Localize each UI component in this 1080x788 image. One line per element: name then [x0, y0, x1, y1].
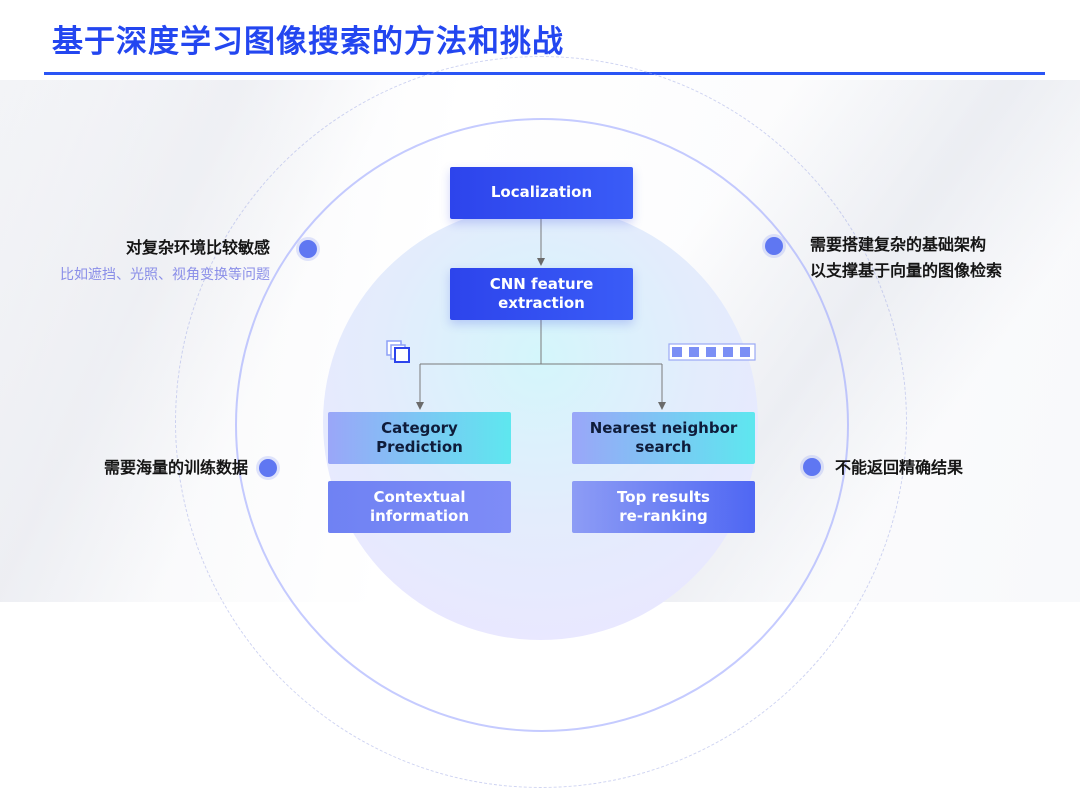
challenge-massive-training-data: 需要海量的训练数据	[103, 458, 248, 477]
challenge-point-left-bottom	[259, 459, 277, 477]
nearest-neighbor-label-line1: Nearest neighbor	[589, 418, 738, 437]
top-results-box: Top results re-ranking	[572, 481, 755, 533]
page-title: 基于深度学习图像搜索的方法和挑战	[52, 24, 564, 60]
contextual-information-box: Contextual information	[328, 481, 511, 533]
cnn-feature-label-line2: extraction	[498, 294, 585, 312]
challenge-point-right-top	[765, 237, 783, 255]
cnn-feature-box: CNN feature extraction	[450, 268, 633, 320]
nearest-neighbor-box: Nearest neighbor search	[572, 412, 755, 464]
localization-box: Localization	[450, 167, 633, 219]
cnn-feature-label-line1: CNN feature	[489, 274, 594, 293]
contextual-label-line2: information	[369, 507, 470, 525]
challenge-complex-infrastructure: 需要搭建复杂的基础架构 以支撑基于向量的图像检索	[810, 232, 1002, 283]
contextual-label-line1: Contextual	[373, 487, 466, 506]
challenge-sensitive-environment: 对复杂环境比较敏感	[125, 238, 270, 257]
challenge-infrastructure-line1: 需要搭建复杂的基础架构	[810, 235, 987, 254]
challenge-point-left-top	[299, 240, 317, 258]
category-prediction-box: Category Prediction	[328, 412, 511, 464]
top-results-label-line2: re-ranking	[619, 507, 708, 525]
top-results-label-line1: Top results	[617, 487, 710, 506]
challenge-no-exact-results: 不能返回精确结果	[835, 458, 964, 477]
category-prediction-label: Category Prediction	[376, 418, 463, 457]
flow-connectors	[416, 219, 666, 410]
stacked-squares-icon	[386, 340, 410, 363]
challenge-sensitive-environment-detail: 比如遮挡、光照、视角变换等问题	[60, 267, 270, 283]
challenge-point-right-bottom	[803, 458, 821, 476]
nearest-neighbor-label-line2: search	[635, 438, 692, 456]
localization-label: Localization	[490, 183, 593, 202]
chain-squares-icon	[668, 343, 756, 361]
challenge-infrastructure-line2: 以支撑基于向量的图像检索	[810, 260, 1003, 280]
